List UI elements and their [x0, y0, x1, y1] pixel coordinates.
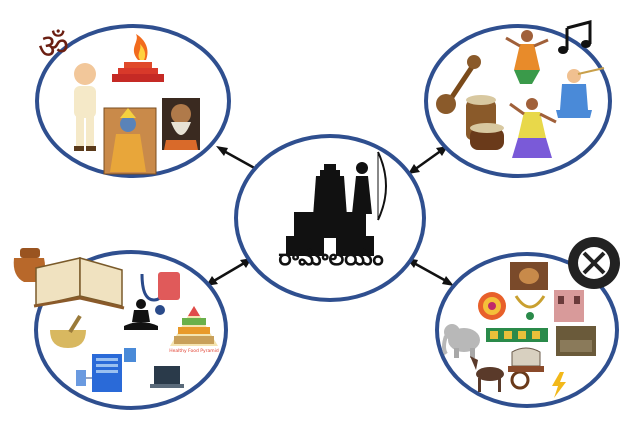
food-pyramid-caption: Healthy Food Pyramid [169, 348, 219, 354]
rama-silhouette-icon [352, 151, 387, 221]
bullock-cart-icon [508, 347, 544, 390]
gear-tools-icon [568, 237, 620, 289]
server-network-icon [76, 348, 136, 392]
center-label: రామాలయం [278, 246, 384, 271]
border-pattern-icon [486, 328, 548, 342]
electricity-bolt-icon [552, 372, 566, 398]
yoga-meditation-icon [124, 299, 158, 330]
node-spiritual: ॐ [35, 24, 231, 178]
om-icon: ॐ [38, 27, 69, 67]
music-note-icon [558, 20, 592, 54]
stethoscope-icon [140, 272, 180, 315]
arrow-center-to-knowledge [206, 258, 252, 286]
jewelry-icon [514, 295, 546, 320]
village-scene-icon [556, 326, 596, 356]
node-arts [424, 20, 612, 178]
temple-building-icon [554, 290, 584, 322]
flute-player-icon [556, 67, 605, 118]
temple-icon [286, 164, 374, 256]
dancer-top-icon [505, 30, 549, 84]
dancer-bottom-icon [509, 98, 557, 158]
food-pyramid-icon: Healthy Food Pyramid [169, 306, 219, 354]
veena-icon [436, 55, 481, 114]
node-knowledge-health: Healthy Food Pyramid [13, 248, 228, 410]
fire-altar-icon [112, 34, 164, 82]
node-center [234, 134, 426, 302]
arrow-center-to-crafts [406, 258, 454, 286]
tabla-drums-icon [466, 95, 504, 150]
rama-portrait-icon [103, 107, 157, 175]
rangoli-icon [478, 292, 506, 320]
arrow-center-to-arts [408, 146, 448, 174]
pottery-icon [510, 262, 548, 290]
horse-icon [470, 356, 504, 392]
laptop-icon [150, 366, 184, 388]
elephant-icon [442, 324, 480, 358]
open-book-icon [33, 257, 125, 310]
node-crafts-livelihood [435, 237, 620, 408]
mortar-pestle-icon [50, 314, 86, 348]
priest-icon [74, 63, 96, 151]
sadhu-portrait-icon [162, 98, 200, 150]
